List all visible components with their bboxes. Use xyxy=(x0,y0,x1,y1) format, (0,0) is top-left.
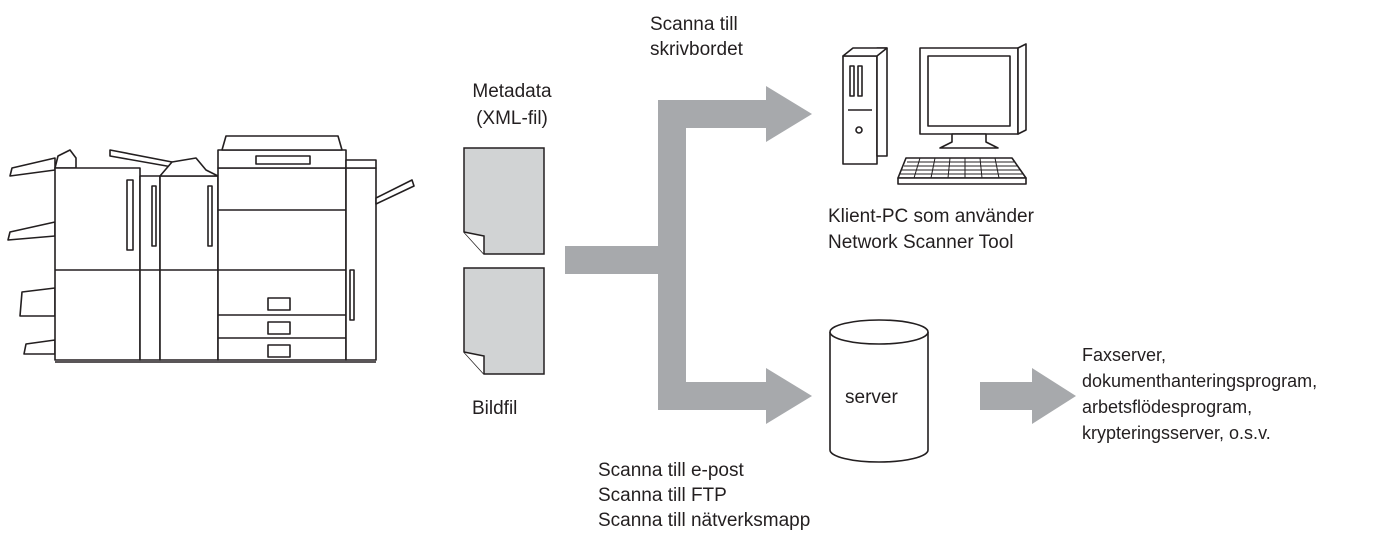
image-document-icon xyxy=(463,267,545,375)
printer-icon xyxy=(7,135,415,363)
client-pc-line-1: Klient-PC som använder xyxy=(828,206,1034,227)
destination-encryption-server: krypteringsserver, o.s.v. xyxy=(1082,423,1271,443)
destination-fax-server: Faxserver, xyxy=(1082,345,1167,365)
server-icon xyxy=(829,319,929,463)
scan-methods-list: Scanna till e-post Scanna till FTP Scann… xyxy=(598,458,810,533)
server-label: server xyxy=(845,387,898,408)
client-pc-label: Klient-PC som använder Network Scanner T… xyxy=(828,204,1034,256)
metadata-document-icon xyxy=(463,147,545,255)
metadata-line-1: Metadata xyxy=(472,81,552,102)
desktop-scan-line-2: skrivbordet xyxy=(650,39,743,60)
metadata-line-2: (XML-fil) xyxy=(476,108,548,129)
image-file-label: Bildfil xyxy=(472,398,518,419)
destination-document-management: dokumenthanteringsprogram, xyxy=(1082,371,1318,391)
desktop-scan-line-1: Scanna till xyxy=(650,14,738,35)
output-arrow xyxy=(980,368,1076,424)
client-pc-line-2: Network Scanner Tool xyxy=(828,232,1014,253)
scan-method-ftp: Scanna till FTP xyxy=(598,485,727,506)
scan-method-email: Scanna till e-post xyxy=(598,460,744,481)
destination-workflow: arbetsflödesprogram, xyxy=(1082,397,1253,417)
desktop-scan-label: Scanna till skrivbordet xyxy=(650,12,743,62)
destinations-list: Faxserver, dokumenthanteringsprogram, ar… xyxy=(1082,342,1317,446)
scan-method-network-folder: Scanna till nätverksmapp xyxy=(598,510,811,531)
client-pc-icon xyxy=(842,43,1027,185)
metadata-label: Metadata (XML-fil) xyxy=(452,78,572,132)
branch-arrow xyxy=(565,86,812,424)
